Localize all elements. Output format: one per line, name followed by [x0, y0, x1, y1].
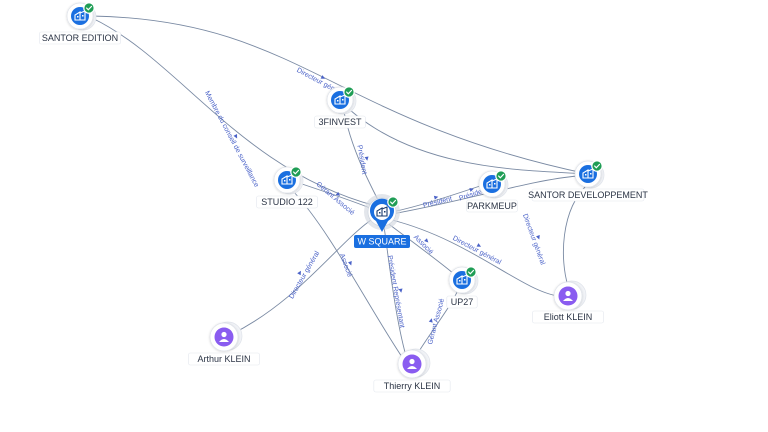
building-icon — [281, 174, 293, 185]
building-icon — [486, 178, 498, 189]
building-icon — [334, 94, 346, 105]
center-node-wsquare[interactable]: W SQUARE — [354, 194, 410, 248]
edge-label: Directeur général — [288, 250, 321, 300]
building-icon — [456, 274, 468, 285]
edge-wsquare-up27 — [385, 221, 455, 275]
node-label-background — [188, 352, 260, 366]
person-node-arthur[interactable]: Arthur KLEIN — [188, 321, 260, 366]
node-label-background — [446, 295, 478, 309]
company-label: UP27 — [451, 297, 474, 307]
verified-check-icon — [290, 166, 302, 178]
edge-label: Directeur général — [451, 235, 502, 267]
person-node-thierry[interactable]: Thierry KLEIN — [373, 348, 451, 393]
company-node-santor-dev[interactable]: SANTOR DEVELOPPEMENT — [528, 160, 648, 202]
node-label-background — [532, 310, 604, 324]
company-node-parkmeup[interactable]: PARKMEUP — [466, 170, 518, 213]
company-node-3finvest[interactable]: 3FINVEST — [314, 86, 366, 129]
company-label: 3FINVEST — [318, 117, 362, 127]
edges-layer: Directeur général Membre du conseil de su… — [91, 15, 589, 361]
edge-arrow-icon — [233, 134, 238, 139]
node-label-background — [373, 379, 451, 393]
edge-arrow-icon — [364, 156, 369, 161]
person-label: Thierry KLEIN — [384, 381, 441, 391]
edge-label: Membre du conseil de surveillance — [203, 90, 260, 189]
company-label: SANTOR EDITION — [42, 33, 118, 43]
edge-santor_edition-santor_dev — [91, 15, 589, 175]
building-icon — [74, 10, 86, 21]
edge-thierry-up27 — [415, 289, 459, 357]
person-node-eliott[interactable]: Eliott KLEIN — [532, 280, 604, 324]
building-icon — [582, 168, 594, 179]
node-label-background — [38, 31, 122, 45]
edge-arrow-icon — [335, 191, 341, 196]
verified-check-icon — [83, 2, 95, 14]
edge-label: Gérant Associé — [315, 181, 356, 217]
node-label-background — [256, 195, 318, 209]
company-label: STUDIO 122 — [261, 197, 313, 207]
verified-check-icon — [343, 86, 355, 98]
edge-arrow-icon — [536, 235, 540, 240]
verified-check-icon — [465, 266, 477, 278]
node-label-background — [531, 188, 645, 202]
company-label: PARKMEUP — [467, 201, 517, 211]
edge-wsquare-eliott — [391, 219, 559, 297]
edge-label: Directeur général — [521, 213, 546, 266]
nodes-layer: SANTOR EDITION 3FINVEST STUDIO 122 PARKMEUP… — [38, 2, 648, 393]
edge-label: Associé — [338, 253, 353, 279]
company-node-studio122[interactable]: STUDIO 122 — [256, 166, 318, 209]
center-label: W SQUARE — [357, 237, 406, 247]
center-label-background — [354, 235, 410, 248]
company-node-santor-edition[interactable]: SANTOR EDITION — [38, 2, 122, 45]
person-icon — [219, 331, 229, 342]
verified-check-icon — [387, 196, 399, 208]
edge-arrow-icon — [320, 75, 326, 79]
company-node-up27[interactable]: UP27 — [446, 266, 479, 309]
person-icon — [407, 358, 417, 369]
edge-arrow-icon — [428, 318, 433, 323]
edge-arrow-icon — [348, 261, 352, 266]
node-label-background — [314, 115, 366, 129]
building-icon — [376, 206, 388, 217]
verified-check-icon — [495, 170, 507, 182]
company-label: SANTOR DEVELOPPEMENT — [528, 190, 648, 200]
edge-santor_edition-wsquare — [91, 17, 377, 207]
edge-arrow-icon — [433, 195, 439, 200]
edge-label: Président — [355, 145, 367, 175]
node-label-background — [466, 199, 518, 213]
edge-label: Associé — [412, 234, 434, 256]
edge-3finvest-santor_dev — [349, 109, 589, 175]
edge-label: Président Représentant — [386, 255, 406, 329]
edge-arrow-icon — [476, 243, 482, 247]
person-label: Eliott KLEIN — [544, 312, 593, 322]
person-icon — [563, 290, 573, 301]
edge-arrow-icon — [469, 188, 474, 192]
edge-arthur-wsquare — [231, 217, 375, 335]
edge-arrow-icon — [297, 270, 301, 276]
verified-check-icon — [591, 160, 603, 172]
person-label: Arthur KLEIN — [197, 354, 250, 364]
edge-arrow-icon — [398, 288, 403, 293]
